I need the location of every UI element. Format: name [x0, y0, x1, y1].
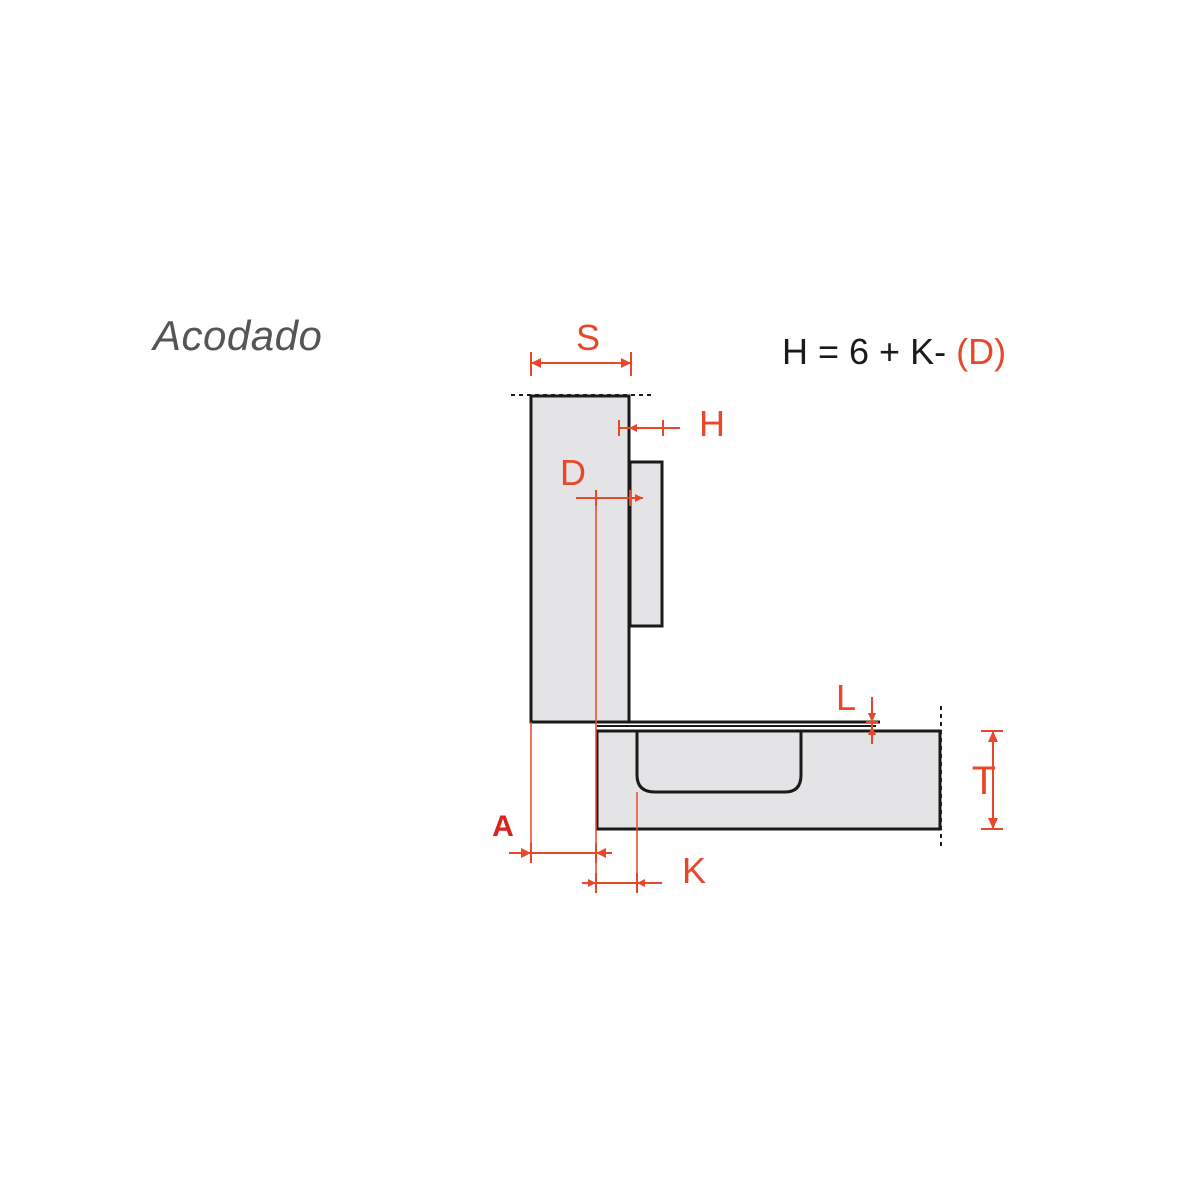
- formula-highlight: (D): [956, 331, 1007, 372]
- hinge-cup: [635, 731, 803, 794]
- label-h: H: [699, 403, 725, 444]
- dimension-d: D: [560, 452, 643, 506]
- dimension-l: L: [836, 677, 878, 744]
- label-l: L: [836, 677, 856, 718]
- door-panel: [595, 729, 942, 831]
- dimension-h: H: [618, 403, 725, 444]
- mounting-plate: [628, 460, 664, 628]
- formula: H = 6 + K- (D): [782, 331, 1006, 373]
- dimension-s: S: [530, 317, 632, 376]
- label-a: A: [492, 810, 514, 843]
- side-panel: [529, 394, 631, 724]
- label-s: S: [576, 317, 600, 358]
- label-k: K: [682, 850, 706, 891]
- dimension-t: T: [972, 730, 1003, 830]
- diagram-title: Acodado: [153, 312, 323, 359]
- label-t: T: [972, 759, 996, 803]
- label-d: D: [560, 452, 586, 493]
- dimension-a: A: [492, 810, 612, 863]
- dimension-k: K: [582, 850, 706, 893]
- formula-main: H = 6 + K-: [782, 331, 957, 372]
